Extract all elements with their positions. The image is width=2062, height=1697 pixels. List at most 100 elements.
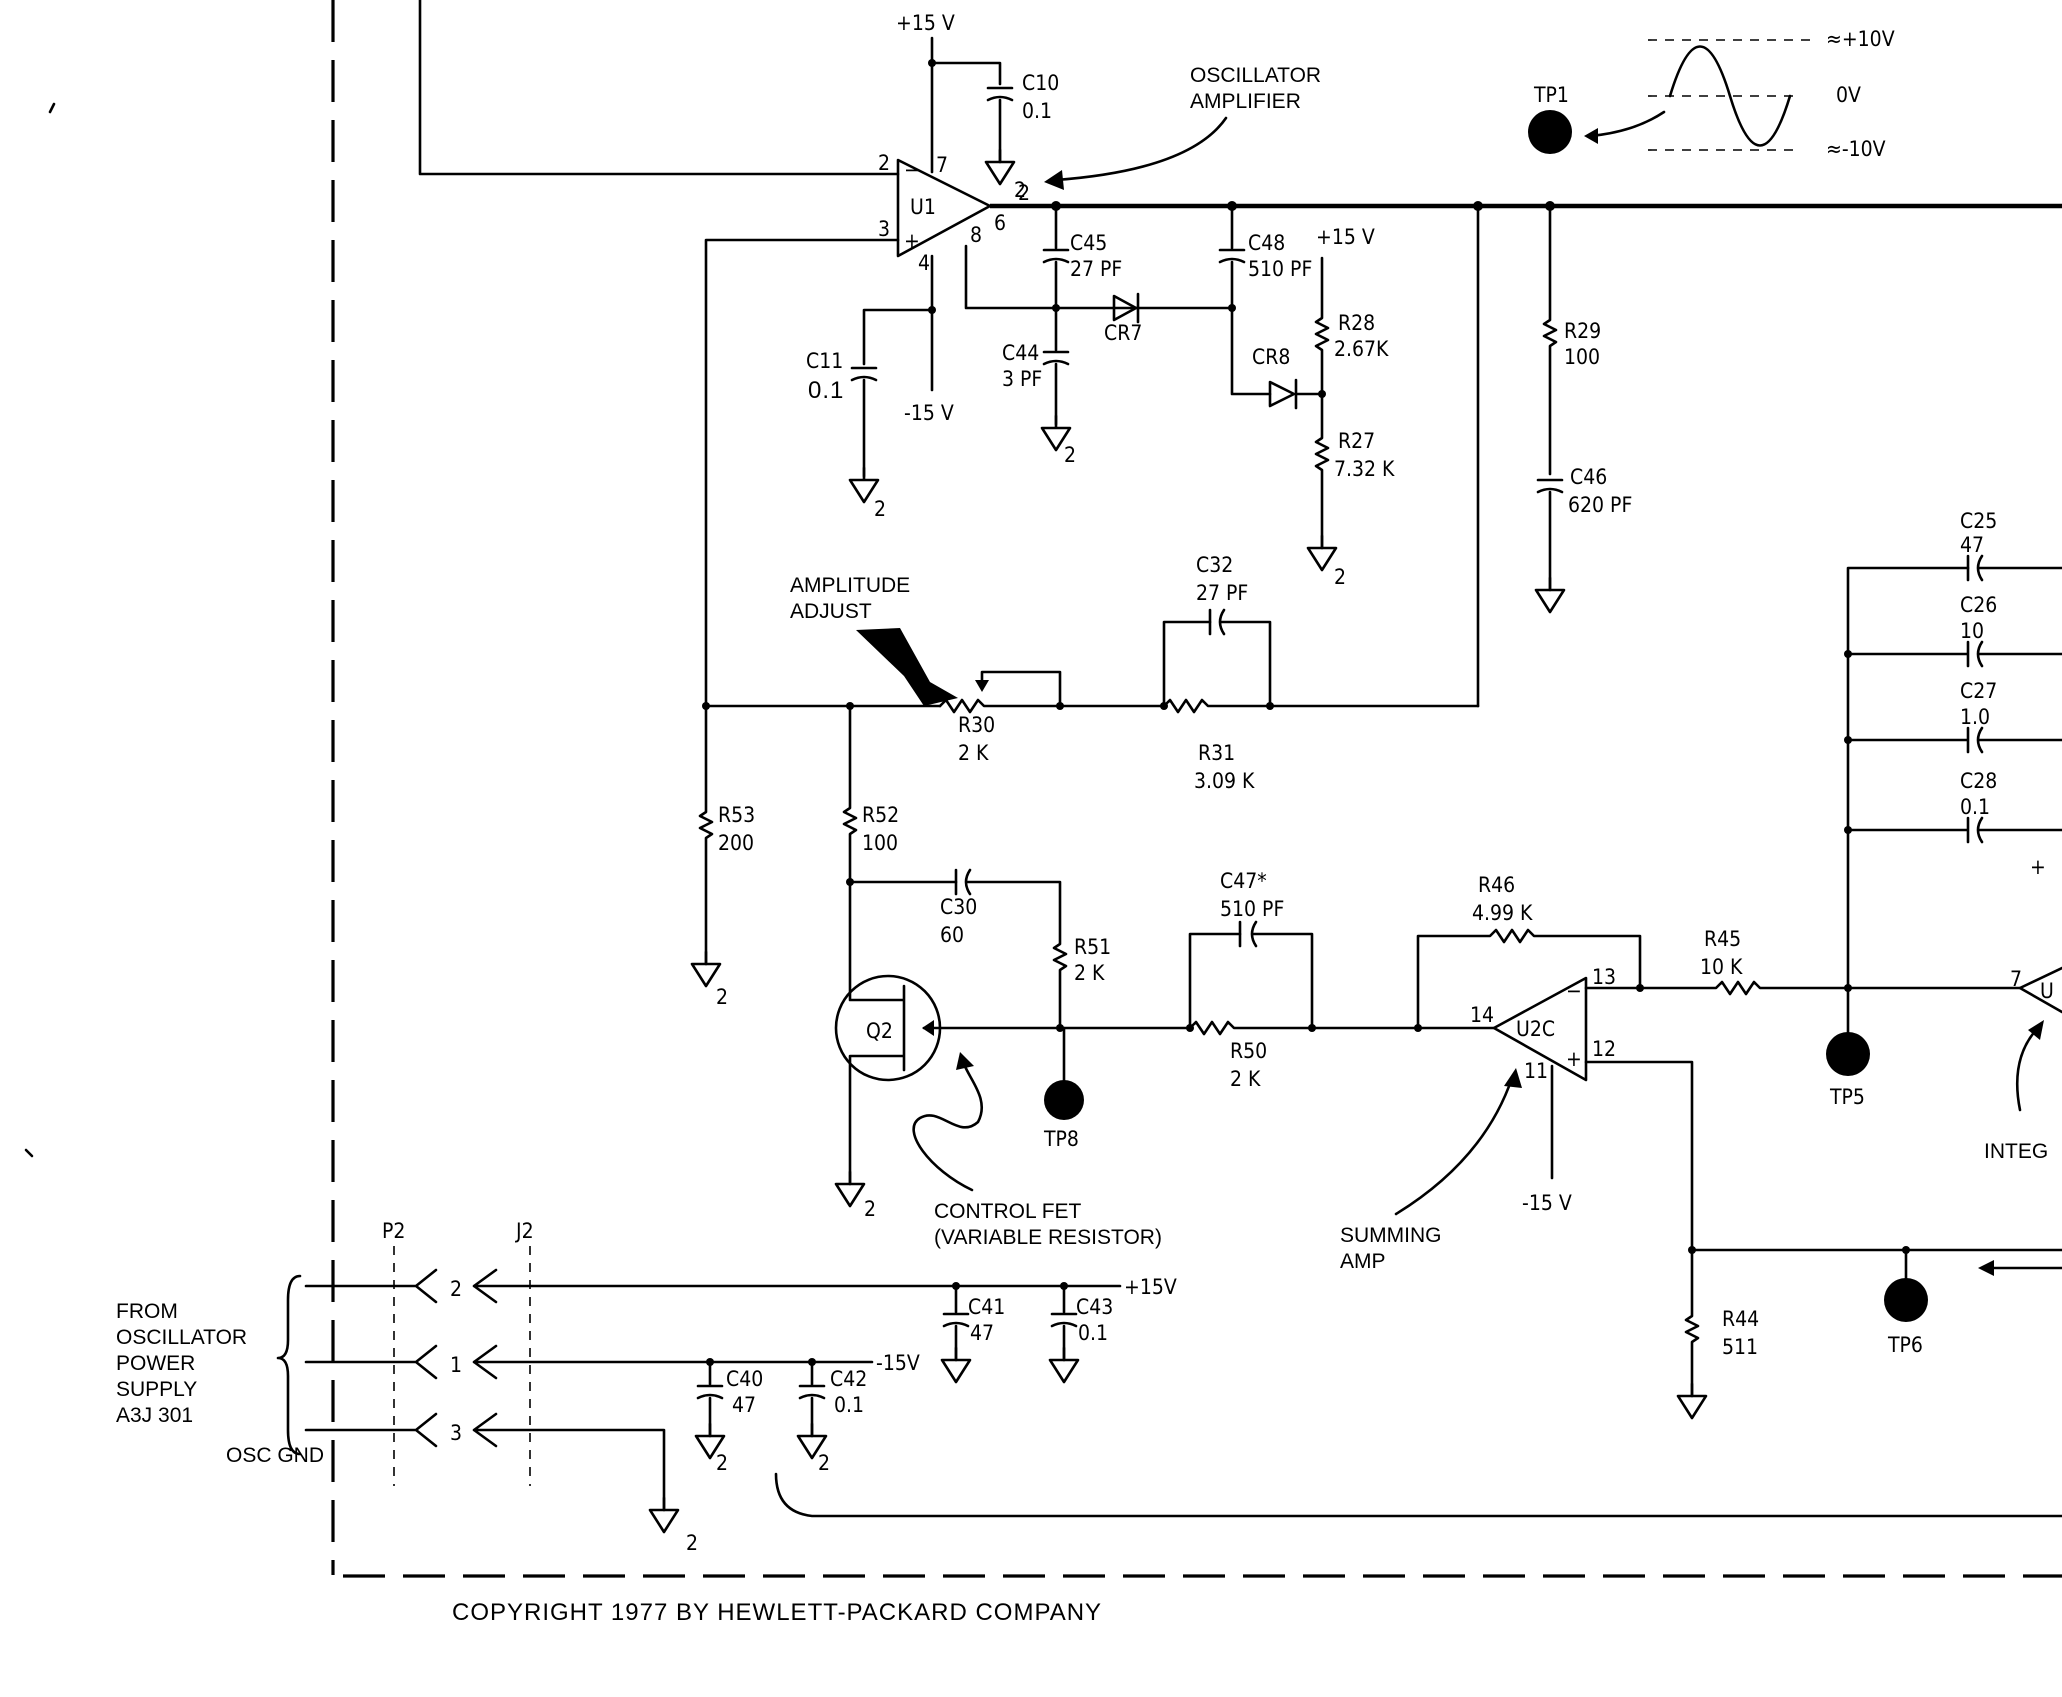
ground_sub-label: 2	[818, 1451, 830, 1475]
c10: C10 0.1	[984, 71, 1059, 186]
u1-pins-p2b-label: 2	[1014, 178, 1026, 202]
components-c47-1-label: 510 PF	[1220, 897, 1284, 921]
annotations-from_supply-0-label: FROM	[116, 1300, 178, 1323]
components-r29-0-label: R29	[1564, 319, 1601, 343]
components-c25-0-label: C25	[1960, 509, 1997, 533]
annotations-from_supply-4-label: A3J 301	[116, 1404, 193, 1427]
connectors-p2-label: P2	[382, 1219, 405, 1243]
components-r31-1-label: 3.09 K	[1194, 769, 1255, 793]
components-cr8-label: CR8	[1252, 345, 1290, 369]
components-c30-0-label: C30	[940, 895, 977, 919]
u2c-pins-p11-label: 11	[1524, 1059, 1548, 1083]
q2-label: Q2	[866, 1019, 893, 1043]
components-c46-0-label: C46	[1570, 465, 1607, 489]
components-r30-0-label: R30	[958, 713, 995, 737]
u2c-pins-p14-label: 14	[1470, 1003, 1494, 1027]
u1-plus-label: +	[904, 229, 920, 253]
rails-neg15_in-label: -15V	[876, 1351, 920, 1375]
u_partial-name-label: U	[2040, 979, 2054, 1003]
u1-pins-p6-label: 6	[994, 211, 1006, 235]
rails-pos15_in-label: +15V	[1124, 1275, 1177, 1299]
board-outline	[331, 0, 2062, 1578]
components-r28-0-label: R28	[1338, 311, 1375, 335]
annotations-summing_amp-1-label: AMP	[1340, 1250, 1386, 1273]
components-c11-0-label: C11	[806, 349, 843, 373]
u2c-pins-p13-label: 13	[1592, 965, 1616, 989]
u1-pins-p2-label: 2	[878, 151, 890, 175]
components-c48-0-label: C48	[1248, 231, 1285, 255]
annotations-amp_adjust-1-label: ADJUST	[790, 600, 872, 623]
annotations-from_supply-2-label: POWER	[116, 1352, 195, 1375]
components-r45-0-label: R45	[1704, 927, 1741, 951]
components-r27-1-label: 7.32 K	[1334, 457, 1395, 481]
ground_sub-label: 2	[874, 497, 886, 521]
annotations-from_supply-1-label: OSCILLATOR	[116, 1326, 247, 1349]
u2c-minus-label: −	[1566, 979, 1582, 1003]
annotations-osc_gnd-label: OSC GND	[226, 1444, 324, 1467]
u2c-pins-p12-label: 12	[1592, 1037, 1616, 1061]
components-r52-1-label: 100	[862, 831, 898, 855]
components-r51-1-label: 2 K	[1074, 961, 1105, 985]
copyright: COPYRIGHT 1977 BY HEWLETT-PACKARD COMPAN…	[452, 1599, 1102, 1626]
testpoints-tp6-label: TP6	[1887, 1333, 1923, 1357]
amplitude-arrow	[856, 628, 958, 706]
u1-minus-label: −	[904, 158, 920, 182]
components-r50-1-label: 2 K	[1230, 1067, 1261, 1091]
annotations-control_fet-1-label: (VARIABLE RESISTOR)	[934, 1226, 1162, 1249]
ground_sub-label: 2	[716, 985, 728, 1009]
components-c32-0-label: C32	[1196, 553, 1233, 577]
components-r44-1-label: 511	[1722, 1335, 1758, 1359]
connectors-pins-0-label: 2	[450, 1277, 462, 1301]
components-c43-1-label: 0.1	[1078, 1321, 1108, 1345]
u2c-plus-label: +	[1566, 1047, 1582, 1071]
components-c44-0-label: C44	[1002, 341, 1039, 365]
rails-pos15-label: +15 V	[896, 11, 955, 35]
annotations-from_supply-3-label: SUPPLY	[116, 1378, 197, 1401]
components-r52-0-label: R52	[862, 803, 899, 827]
c11: C11 0.1 2	[806, 349, 886, 521]
components-r28-1-label: 2.67K	[1334, 337, 1389, 361]
components-c42-0-label: C42	[830, 1367, 867, 1391]
u2c-name-label: U2C	[1516, 1017, 1555, 1041]
u1-pins-p7-label: 7	[936, 153, 948, 177]
components-r45-1-label: 10 K	[1700, 955, 1743, 979]
components-c44-1-label: 3 PF	[1002, 367, 1042, 391]
annotations-summing_amp-0-label: SUMMING	[1340, 1224, 1442, 1247]
rails-neg15-label: -15 V	[1522, 1191, 1572, 1215]
annotations-amp_adjust-0-label: AMPLITUDE	[790, 574, 910, 597]
u_partial-pin-label: 7	[2010, 967, 2022, 991]
u1-opamp: U1 − + 2 3 7 4 6 8 2	[878, 151, 1026, 275]
u2c-opamp: U2C − + 13 14 12 11	[1470, 965, 1616, 1083]
components-r46-1-label: 4.99 K	[1472, 901, 1533, 925]
components-r50-0-label: R50	[1230, 1039, 1267, 1063]
u1-pins-p3-label: 3	[878, 217, 890, 241]
components-c28-0-label: C28	[1960, 769, 1997, 793]
components-cr7-label: CR7	[1104, 321, 1142, 345]
components-c45-1-label: 27 PF	[1070, 257, 1122, 281]
stray-plus-label: +	[2030, 855, 2046, 879]
components-c28-1-label: 0.1	[1960, 795, 1990, 819]
ground_sub-label: 2	[716, 1451, 728, 1475]
ground_sub-label: 2	[686, 1531, 698, 1555]
components-c42-1-label: 0.1	[834, 1393, 864, 1417]
components-c40-0-label: C40	[726, 1367, 763, 1391]
u1-pins-p4-label: 4	[918, 251, 930, 275]
components-c41-0-label: C41	[968, 1295, 1005, 1319]
components-r27-0-label: R27	[1338, 429, 1375, 453]
components-c10-1-label: 0.1	[1022, 99, 1052, 123]
connectors-pins-1-label: 1	[450, 1353, 462, 1377]
components-c27-1-label: 1.0	[1960, 705, 1990, 729]
ground_sub-label: 2	[1064, 443, 1076, 467]
waveform-mid-label: 0V	[1836, 83, 1861, 107]
connectors-j2-label: J2	[515, 1219, 534, 1243]
testpoints-tp8-label: TP8	[1043, 1127, 1079, 1151]
waveform: ≈+10V 0V ≈-10V	[1584, 27, 1895, 161]
components-r46-0-label: R46	[1478, 873, 1515, 897]
components-c45-0-label: C45	[1070, 231, 1107, 255]
components-c27-0-label: C27	[1960, 679, 1997, 703]
components-r31-0-label: R31	[1198, 741, 1235, 765]
ground_sub-label: 2	[1018, 181, 1030, 205]
q2-fet: Q2 2	[834, 880, 1062, 1221]
waveform-bottom-label: ≈-10V	[1826, 137, 1886, 161]
